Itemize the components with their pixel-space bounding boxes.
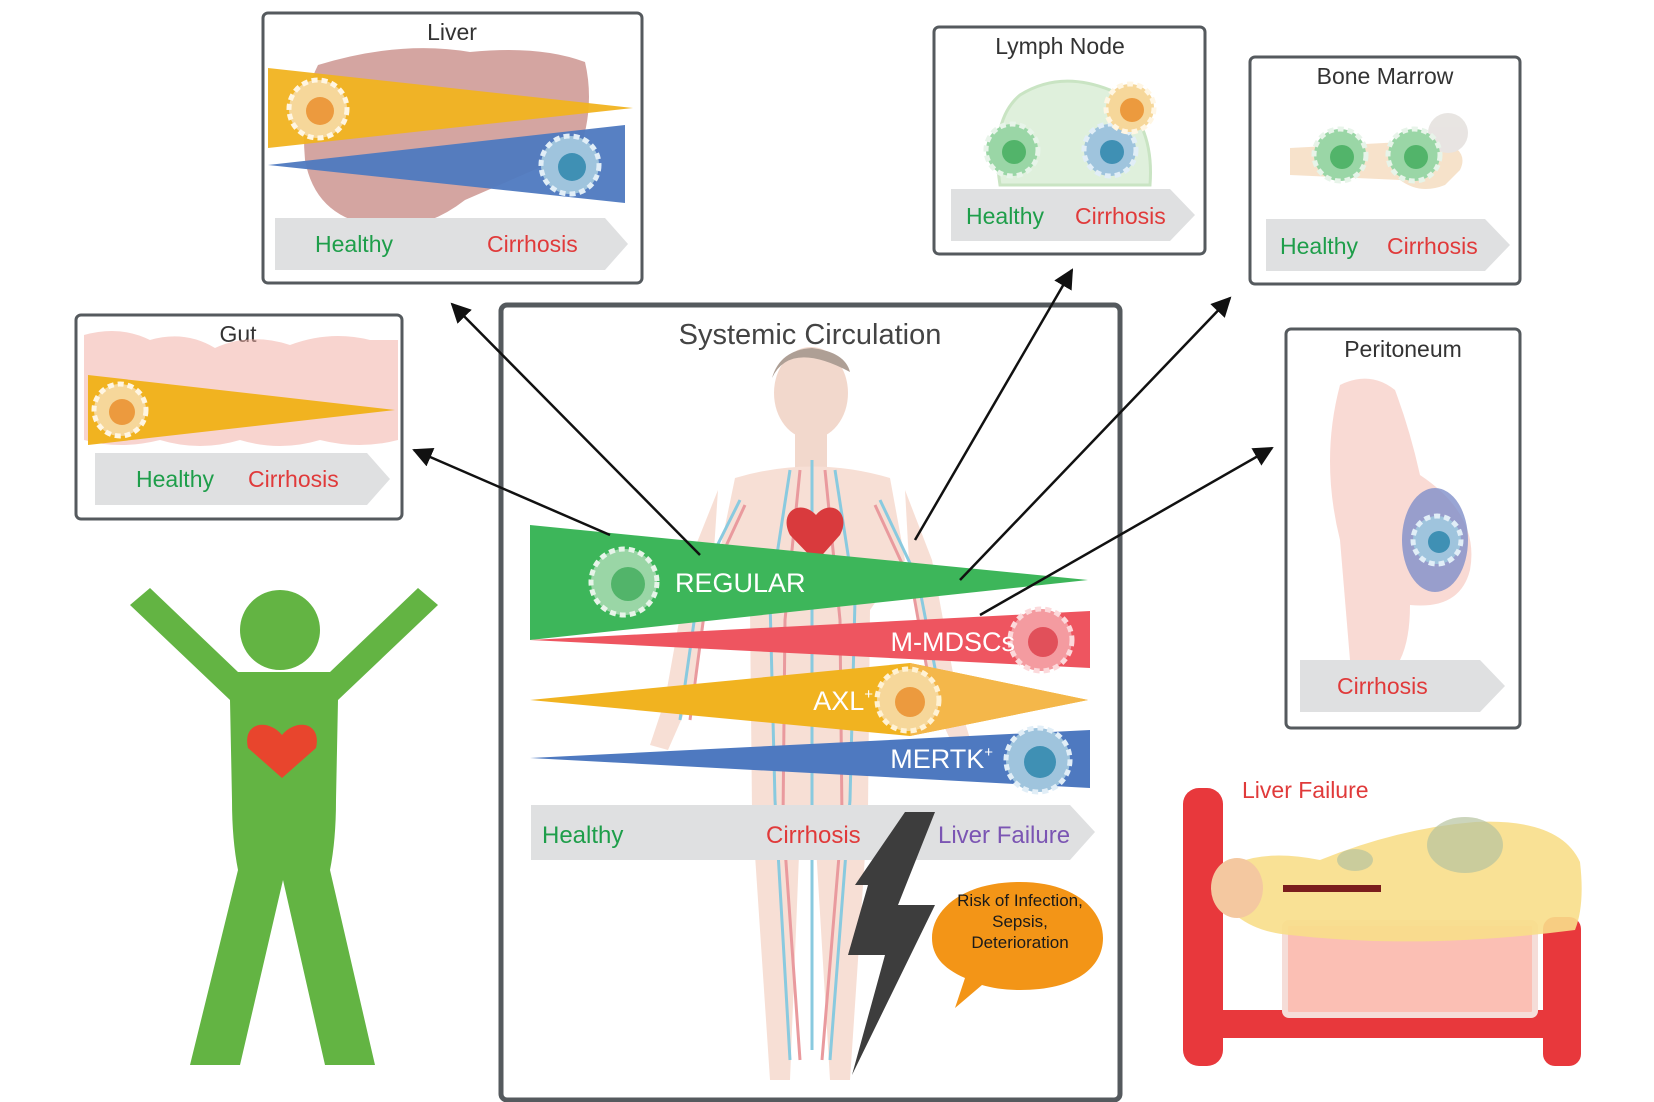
liver-healthy-label: Healthy [315,231,393,257]
marrow-healthy-label: Healthy [1280,233,1358,259]
migration-arrows [412,268,1274,617]
bone-marrow-title: Bone Marrow [1317,63,1454,89]
peritoneum-cirrhosis-label: Cirrhosis [1337,673,1428,699]
lymph-green-cell-icon [983,121,1041,179]
mmdsc-label: M-MDSCs [891,627,1015,657]
lightning-bolt-icon [848,812,935,1075]
marrow-green-cell-right-icon [1385,126,1443,184]
progression-cirrhosis-label: Cirrhosis [766,822,861,849]
liver-failure-label: Liver Failure [1242,777,1369,803]
regular-monocyte-wedge: REGULAR [530,525,1088,640]
arrow-to-peritoneum [979,446,1274,617]
patient-illustration [1212,821,1582,942]
gut-cirrhosis-label: Cirrhosis [248,466,339,492]
progression-bar: Healthy Cirrhosis Liver Failure [531,805,1095,860]
gut-healthy-label: Healthy [136,466,214,492]
gut-yellow-wedge [88,375,395,445]
peritoneum-mertk-cell-icon [1410,513,1464,567]
mmdsc-wedge: M-MDSCs [530,606,1090,674]
arrow-to-bone-marrow [959,296,1232,581]
lymph-blue-cell-icon [1081,121,1139,179]
arrow-to-liver [450,302,701,556]
axl-cell-icon [874,666,942,734]
regular-label: REGULAR [675,568,806,598]
healthy-person-figure [130,588,438,1065]
lymph-node-panel: Lymph Node Healthy Cirrhosis [932,25,1207,256]
marrow-green-cell-left-icon [1311,126,1369,184]
risk-line-1: Risk of Infection, [957,891,1083,910]
mertk-cell-icon [1003,725,1073,795]
liver-failure-scene: Liver Failure [1183,777,1582,1066]
systemic-circulation-title: Systemic Circulation [679,319,942,351]
marrow-cirrhosis-label: Cirrhosis [1387,233,1478,259]
liver-yellow-wedge [268,68,633,148]
liver-title: Liver [427,19,477,45]
systemic-circulation-panel: Systemic Circulation REGULAR [498,302,1123,1102]
bone-marrow-panel: Bone Marrow Healthy Cirrhosis [1248,55,1522,286]
axl-label: AXL+ [813,686,873,716]
lymph-node-title: Lymph Node [995,33,1125,59]
liver-panel: Liver Healthy Cirrhosis [261,11,644,285]
progression-liver-failure-label: Liver Failure [938,822,1070,849]
progression-healthy-label: Healthy [542,822,623,849]
arrow-to-gut [412,447,611,537]
risk-line-3: Deterioration [971,933,1068,952]
mertk-label: MERTK+ [890,744,993,774]
heart-icon [247,724,317,778]
mertk-wedge: MERTK+ [530,725,1090,795]
gut-panel: Gut Healthy Cirrhosis [74,313,404,521]
lymph-yellow-cell-icon [1103,81,1157,135]
axl-wedge: AXL+ [530,663,1088,736]
lymph-cirrhosis-label: Cirrhosis [1075,203,1166,229]
regular-monocyte-cell-icon [588,546,660,618]
liver-blue-wedge [268,125,625,203]
heart-organ-illustration [786,507,844,562]
liver-mertk-cell-icon [538,133,602,197]
lymph-healthy-label: Healthy [966,203,1044,229]
risk-speech-bubble: Risk of Infection, Sepsis, Deterioration [932,882,1103,1008]
risk-line-2: Sepsis, [992,912,1048,931]
liver-axl-cell-icon [286,77,350,141]
mmdsc-cell-icon [1007,606,1075,674]
peritoneum-title: Peritoneum [1344,336,1462,362]
liver-cirrhosis-label: Cirrhosis [487,231,578,257]
arrow-to-lymph-node [913,268,1074,541]
gut-axl-cell-icon [91,381,149,439]
peritoneum-panel: Peritoneum Cirrhosis [1284,327,1522,730]
